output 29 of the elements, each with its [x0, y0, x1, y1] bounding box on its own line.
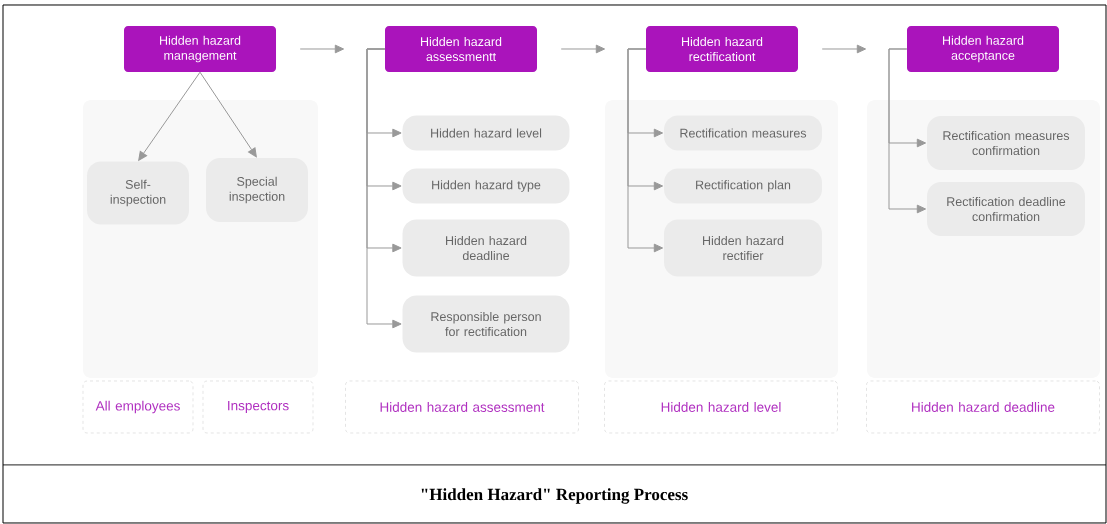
- process-box: Hidden hazard management: [124, 26, 276, 72]
- process-box: Hidden hazard assessmentt: [385, 26, 537, 72]
- arrow: [888, 48, 927, 214]
- arrow: [199, 71, 257, 158]
- item-box: Self-inspection: [87, 161, 189, 225]
- arrow: [138, 71, 201, 161]
- role-box: Hidden hazard deadline: [866, 380, 1100, 434]
- role-box: All employees: [82, 380, 194, 434]
- item-box: Rectification measures: [664, 115, 822, 151]
- role-box: Hidden hazard level: [604, 380, 838, 434]
- item-box: Hidden hazard level: [402, 115, 570, 151]
- item-box: Rectification measures confirmation: [927, 116, 1085, 170]
- item-box: Hidden hazard type: [402, 168, 570, 204]
- item-box: Rectification deadline confirmation: [927, 182, 1085, 236]
- arrow: [366, 48, 402, 329]
- caption: "Hidden Hazard" Reporting Process: [421, 488, 688, 504]
- process-box: Hidden hazard acceptance: [907, 26, 1059, 72]
- arrow: [299, 44, 345, 54]
- role-box: Hidden hazard assessment: [345, 380, 579, 434]
- arrow: [560, 44, 606, 54]
- arrow: [821, 44, 867, 54]
- item-box: Hidden hazard deadline: [402, 219, 570, 277]
- item-box: Hidden hazard rectifier: [664, 219, 822, 277]
- process-box: Hidden hazard rectificationt: [646, 26, 798, 72]
- item-box: Special inspection: [206, 158, 308, 222]
- item-box: Rectification plan: [664, 168, 822, 204]
- arrow: [627, 48, 664, 253]
- role-box: Inspectors: [202, 380, 314, 434]
- item-box: Responsible person for rectification: [402, 295, 570, 353]
